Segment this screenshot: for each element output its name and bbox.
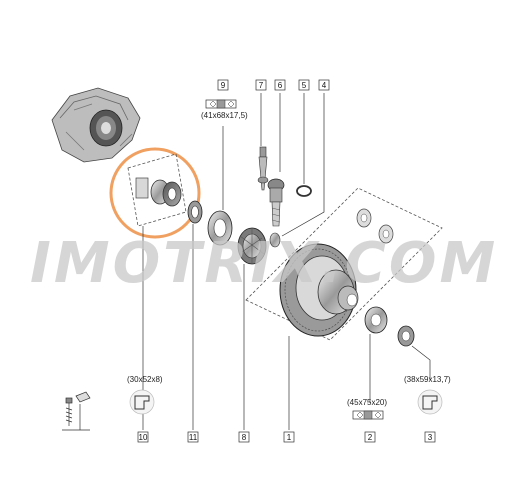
callout-6: 6 bbox=[274, 79, 286, 91]
seal-symbol-icon bbox=[129, 389, 155, 415]
callout-5: 5 bbox=[298, 79, 310, 91]
callout-8: 8 bbox=[238, 431, 250, 443]
svg-text:(30x52x8): (30x52x8) bbox=[127, 375, 163, 384]
item-3-seal bbox=[397, 325, 415, 347]
callout-3: (38x59x13,7) 3 bbox=[404, 375, 451, 443]
svg-text:9: 9 bbox=[221, 81, 226, 90]
item-6-7-5-parts bbox=[257, 146, 312, 248]
svg-text:2: 2 bbox=[368, 433, 373, 442]
fastener-detail-icon bbox=[62, 391, 91, 431]
svg-text:1: 1 bbox=[287, 433, 292, 442]
differential-washers bbox=[356, 208, 394, 244]
callout-7: 7 bbox=[255, 79, 267, 91]
bearing-symbol-icon bbox=[205, 99, 237, 109]
callout-2: (45x75x20) 2 bbox=[347, 398, 387, 443]
svg-text:(45x75x20): (45x75x20) bbox=[347, 398, 387, 407]
callout-11: 11 bbox=[187, 431, 199, 443]
item-2-bearing bbox=[364, 306, 388, 334]
svg-text:8: 8 bbox=[242, 433, 247, 442]
item-9-bearing bbox=[207, 210, 233, 246]
svg-text:6: 6 bbox=[278, 81, 283, 90]
seal-symbol-icon bbox=[417, 389, 443, 415]
svg-text:7: 7 bbox=[259, 81, 264, 90]
bearing-symbol-icon bbox=[352, 410, 384, 420]
svg-text:4: 4 bbox=[322, 81, 327, 90]
callout-1: 1 bbox=[283, 431, 295, 443]
callout-4: 4 bbox=[318, 79, 330, 91]
svg-text:11: 11 bbox=[189, 433, 198, 442]
callout-10: (30x52x8) 10 bbox=[127, 375, 163, 443]
item-11-seal bbox=[187, 200, 203, 224]
highlight-ring bbox=[109, 147, 201, 239]
item-1-differential-assembly bbox=[279, 243, 359, 337]
svg-text:5: 5 bbox=[302, 81, 307, 90]
leader-lines bbox=[142, 93, 431, 430]
item-10-parts bbox=[127, 153, 187, 227]
watermark-text: IMOTRIX.COM bbox=[30, 231, 498, 296]
item-8-pinion-gear bbox=[237, 227, 267, 265]
gearbox-housing-thumbnail bbox=[51, 87, 141, 163]
svg-text:3: 3 bbox=[428, 433, 433, 442]
callout-9: 9 (41x68x17,5) bbox=[201, 79, 248, 120]
svg-text:(38x59x13,7): (38x59x13,7) bbox=[404, 375, 451, 384]
svg-text:10: 10 bbox=[139, 433, 148, 442]
svg-text:(41x68x17,5): (41x68x17,5) bbox=[201, 111, 248, 120]
